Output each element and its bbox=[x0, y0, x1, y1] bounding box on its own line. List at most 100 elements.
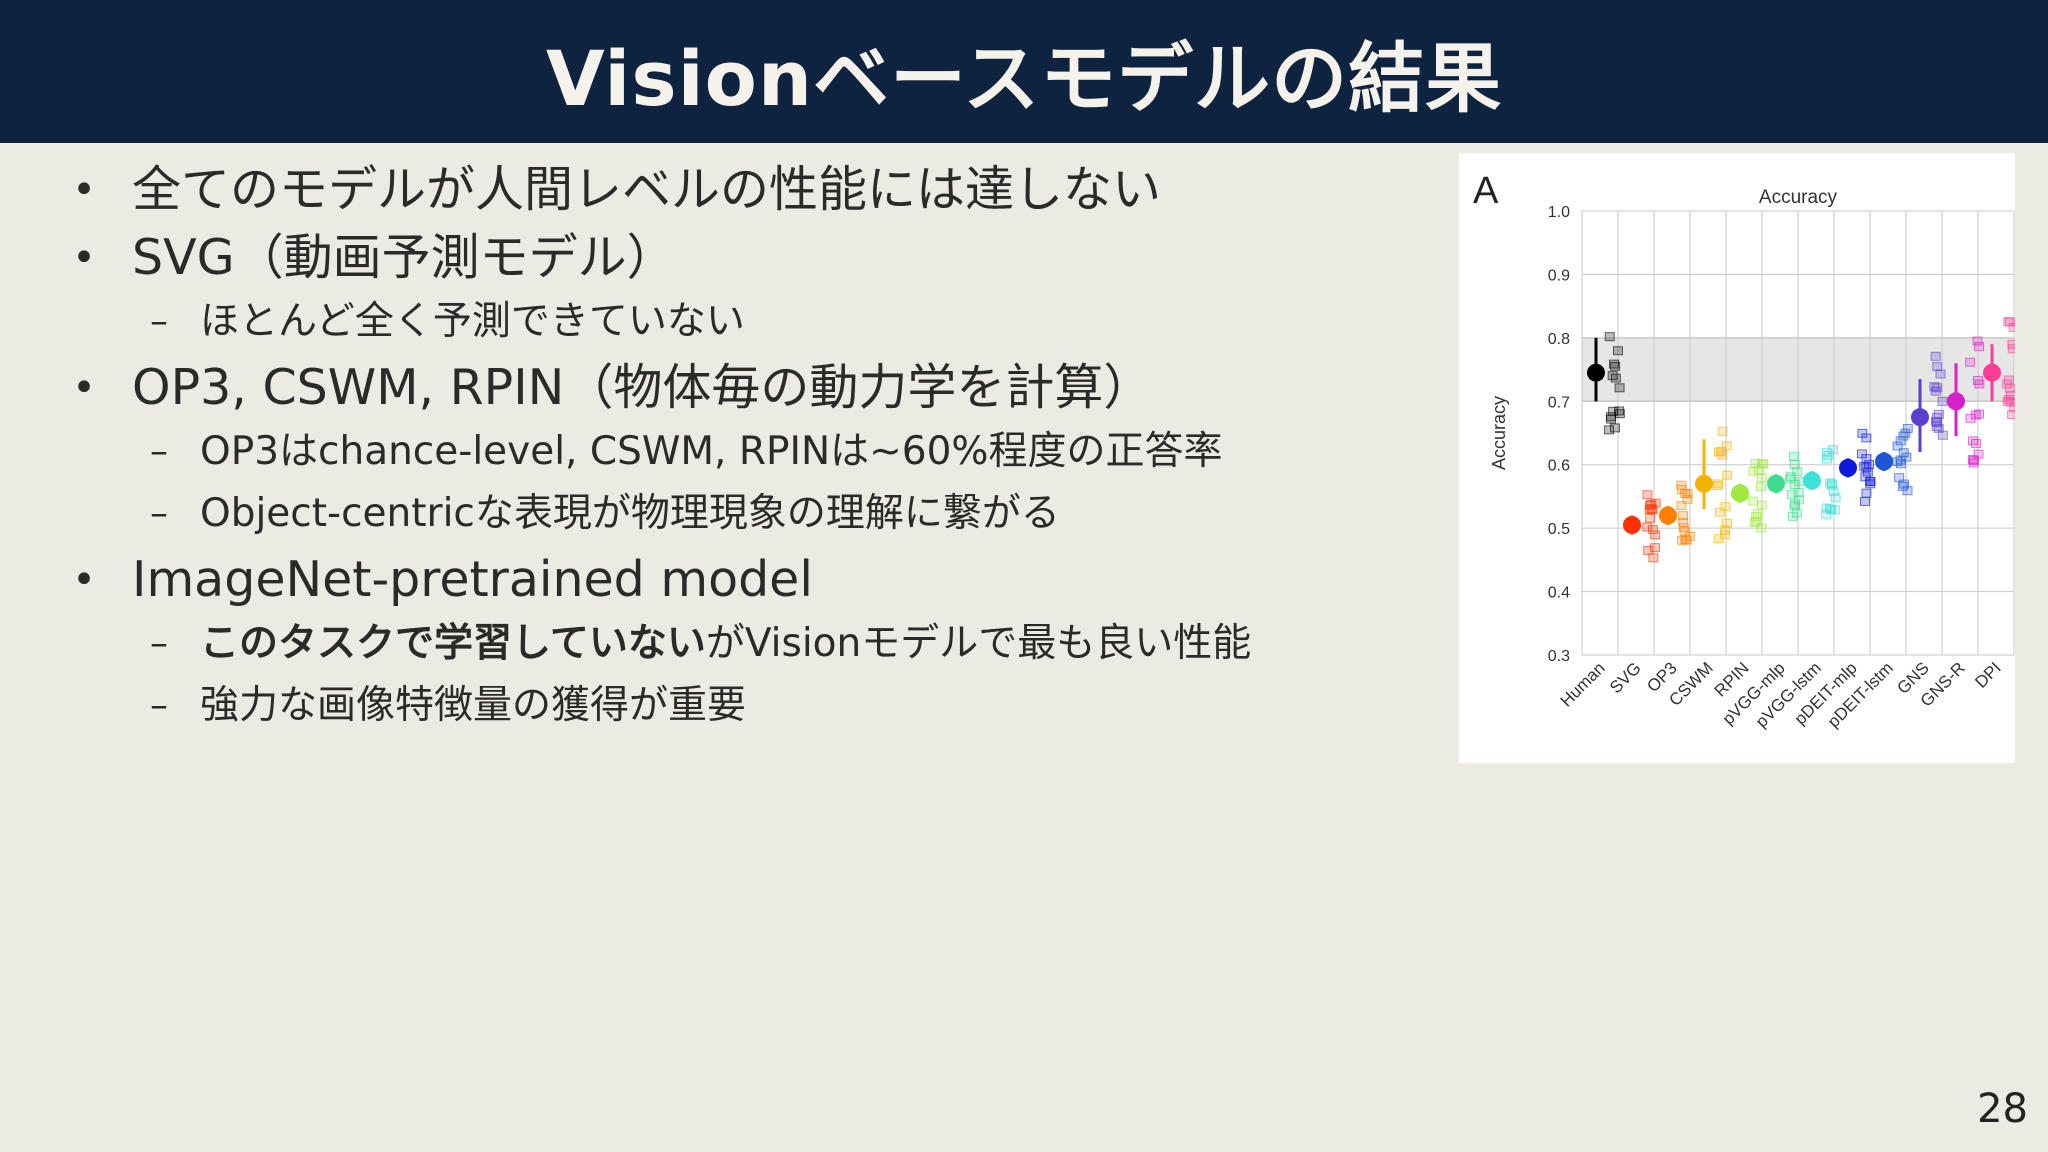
sample-point bbox=[1937, 396, 1948, 406]
sample-point bbox=[1720, 525, 1731, 535]
sample-point bbox=[1758, 458, 1769, 468]
sample-point bbox=[1965, 413, 1976, 423]
sample-point bbox=[1681, 535, 1692, 545]
y-tick-label: 0.8 bbox=[1548, 331, 1570, 348]
sample-point bbox=[1756, 473, 1767, 483]
sample-point bbox=[1791, 508, 1802, 518]
sample-point bbox=[1902, 424, 1913, 434]
sample-point bbox=[1647, 525, 1658, 535]
sample-point bbox=[1610, 361, 1621, 371]
sample-point bbox=[1894, 473, 1905, 483]
bullet-dot: • bbox=[72, 557, 96, 603]
sample-point bbox=[1932, 383, 1943, 393]
mean-point bbox=[1587, 363, 1605, 382]
sample-point bbox=[1826, 505, 1837, 515]
sub-bullet-text: がVisionモデルで最も良い性能 bbox=[705, 621, 1252, 666]
sample-point bbox=[1929, 382, 1940, 392]
sample-point bbox=[1786, 490, 1797, 500]
sub-bullet-text: OP3はchance-level, CSWM, RPINは~60%程度の正答率 bbox=[200, 429, 1223, 474]
sample-point bbox=[1821, 447, 1832, 457]
sub-bullet-item: –このタスクで学習していないがVisionモデルで最も良い性能 bbox=[70, 618, 1450, 670]
sub-bullet-text: ほとんど全く予測できていない bbox=[200, 299, 745, 344]
bullet-text: ImageNet-pretrained model bbox=[132, 551, 813, 608]
mean-point bbox=[1731, 484, 1749, 503]
sample-point bbox=[1677, 511, 1688, 521]
y-tick-label: 0.7 bbox=[1548, 394, 1570, 411]
sample-point bbox=[1756, 523, 1767, 533]
sample-point bbox=[1646, 504, 1657, 514]
sample-point bbox=[1968, 436, 1979, 446]
sample-point bbox=[1614, 409, 1625, 419]
x-tick-label: DPI bbox=[1971, 658, 2004, 691]
sample-point bbox=[1679, 526, 1690, 536]
mean-point bbox=[1875, 452, 1893, 471]
x-tick-label: Human bbox=[1557, 658, 1609, 710]
bullet-item: •SVG（動画予測モデル） bbox=[70, 228, 1450, 288]
page-number: 28 bbox=[1977, 1086, 2028, 1132]
sample-point bbox=[1614, 383, 1625, 393]
bullet-item: • 全てのモデルが人間レベルの性能には達しない bbox=[70, 160, 1450, 220]
sample-point bbox=[1642, 522, 1653, 532]
sample-point bbox=[1973, 449, 1984, 459]
sub-bullet-dash: – bbox=[150, 623, 168, 664]
chart-title: Accuracy bbox=[1759, 187, 1838, 208]
sample-point bbox=[2007, 410, 2015, 420]
sample-point bbox=[1860, 496, 1871, 506]
sample-point bbox=[1680, 488, 1691, 498]
bullet-dot: • bbox=[72, 167, 96, 213]
sample-point bbox=[1898, 448, 1909, 458]
sample-point bbox=[1789, 501, 1800, 511]
sample-point bbox=[1792, 467, 1803, 477]
sample-point bbox=[1648, 553, 1659, 563]
sample-point bbox=[1970, 438, 1981, 448]
y-tick-label: 0.9 bbox=[1548, 267, 1570, 284]
sample-point bbox=[1967, 454, 1978, 464]
bullet-text: 全てのモデルが人間レベルの性能には達しない bbox=[132, 161, 1162, 218]
sample-point bbox=[1865, 479, 1876, 489]
sample-point bbox=[2008, 322, 2015, 332]
sample-point bbox=[1932, 362, 1943, 372]
sub-bullet-dash: – bbox=[150, 493, 168, 534]
sub-bullet-text: Object-centricな表現が物理現象の理解に繋がる bbox=[200, 491, 1060, 536]
y-tick-label: 1.0 bbox=[1548, 204, 1570, 221]
sample-point bbox=[1856, 449, 1867, 459]
sample-point bbox=[1722, 518, 1733, 528]
sub-bullet-dash: – bbox=[150, 431, 168, 472]
bullet-dot: • bbox=[72, 235, 96, 281]
y-tick-label: 0.6 bbox=[1548, 458, 1570, 475]
sample-point bbox=[2009, 403, 2015, 413]
mean-point bbox=[1623, 515, 1641, 534]
bullet-item: •OP3, CSWM, RPIN（物体毎の動力学を計算） bbox=[70, 358, 1450, 418]
sample-point bbox=[1935, 369, 1946, 379]
sub-bullet-text: 強力な画像特徴量の獲得が重要 bbox=[200, 683, 747, 728]
sample-point bbox=[2007, 339, 2015, 349]
sample-point bbox=[1610, 373, 1621, 383]
sample-point bbox=[1721, 441, 1732, 451]
mean-point bbox=[1695, 474, 1713, 493]
sample-point bbox=[1604, 332, 1615, 342]
bullet-list: •全てのモデルが人間レベルの性能には達しない•SVG（動画予測モデル）–ほとんど… bbox=[70, 160, 1450, 742]
sample-point bbox=[1717, 426, 1728, 436]
mean-point bbox=[1767, 474, 1785, 493]
sub-bullet-emphasis: このタスクで学習していない bbox=[200, 621, 706, 666]
sample-point bbox=[1614, 406, 1625, 416]
sub-bullet-item: –Object-centricな表現が物理現象の理解に繋がる bbox=[70, 488, 1450, 540]
sample-point bbox=[1937, 430, 1948, 440]
sample-point bbox=[1899, 479, 1910, 489]
sample-point bbox=[1784, 474, 1795, 484]
sample-point bbox=[1825, 504, 1836, 514]
sample-point bbox=[1650, 530, 1661, 540]
mean-point bbox=[1839, 458, 1857, 477]
sample-point bbox=[2007, 344, 2015, 354]
sample-point bbox=[1931, 422, 1942, 432]
sample-point bbox=[1825, 478, 1836, 488]
sample-point bbox=[1756, 500, 1767, 510]
sample-point bbox=[1754, 466, 1765, 476]
sample-point bbox=[1968, 458, 1979, 468]
sample-point bbox=[1823, 450, 1834, 460]
sample-point bbox=[1606, 414, 1617, 424]
sub-bullet-item: –ほとんど全く予測できていない bbox=[70, 296, 1450, 348]
sub-bullet-dash: – bbox=[150, 301, 168, 342]
sample-point bbox=[1895, 459, 1906, 469]
